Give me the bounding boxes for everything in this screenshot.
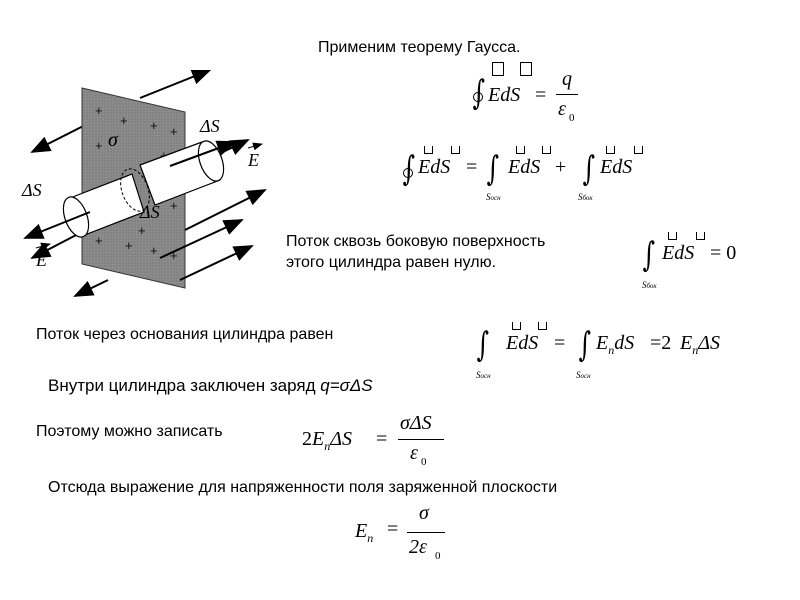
svg-text:+: +: [95, 103, 103, 118]
e-label-left: E: [35, 250, 47, 270]
write-den-sub: 0: [421, 456, 427, 468]
write-lhs: 2EnΔS: [302, 428, 352, 453]
svg-text:+: +: [120, 113, 128, 128]
base-flux-eq2: =2: [650, 332, 672, 354]
e-right-vector-arrow: [247, 142, 263, 151]
result-equation: En = σ 2ε 0: [355, 502, 465, 566]
vector-mark: [512, 322, 521, 330]
field-line: [179, 245, 254, 281]
gauss-lhs: EdS: [488, 84, 521, 106]
contour-circle: [403, 168, 413, 178]
vector-mark: [606, 146, 615, 154]
svg-text:+: +: [150, 118, 158, 133]
base-flux-text: Поток через основания цилиндра равен: [36, 326, 334, 343]
split-sub1: Sосн: [486, 192, 501, 202]
vector-mark: [696, 232, 705, 240]
split-term1: EdS: [508, 156, 541, 178]
write-text: Поэтому можно записать: [36, 423, 223, 440]
result-lhs: En: [355, 520, 374, 545]
contour-circle: [473, 92, 483, 102]
result-num: σ: [419, 502, 429, 524]
split-eq: =: [466, 156, 478, 178]
gauss-num: q: [562, 68, 572, 90]
side-flux-line2: этого цилиндра равен нулю.: [286, 254, 497, 271]
charged-plane-figure: ++++ ++ ++ ++++ ++ σ ΔS ΔS ΔS E E: [21, 70, 267, 297]
vector-mark: [668, 232, 677, 240]
integral-sign: ∫: [578, 325, 592, 365]
side-flux-eq: = 0: [710, 242, 737, 264]
svg-text:+: +: [95, 233, 103, 248]
base-flux-expr1: EdS: [506, 332, 539, 354]
write-equation: 2EnΔS = σΔS ε 0: [302, 412, 452, 472]
svg-text:+: +: [160, 148, 168, 163]
gauss-den-sub: 0: [569, 112, 575, 124]
side-flux-sub: Sбок: [642, 280, 657, 290]
field-line: [184, 189, 267, 231]
sigma-label: σ: [108, 129, 119, 151]
charge-formula: q=σΔS: [320, 376, 373, 395]
ds-label-center: ΔS: [139, 202, 160, 222]
field-line: [159, 219, 244, 259]
svg-text:+: +: [150, 243, 158, 258]
write-fraction-bar: [398, 439, 444, 440]
vector-mark: [538, 322, 547, 330]
vector-mark: [424, 146, 433, 154]
vector-box: [492, 62, 504, 76]
side-flux-equation: ∫ Sбок EdS = 0: [640, 228, 770, 294]
svg-text:+: +: [125, 238, 133, 253]
split-lhs: EdS: [418, 156, 451, 178]
e-left-vector-arrow: [35, 242, 51, 251]
base-flux-equation: ∫ Sосн EdS = ∫ Sосн EndS =2 EnΔS: [470, 316, 750, 382]
vector-mark: [542, 146, 551, 154]
base-flux-expr2: EndS: [596, 332, 635, 357]
cylinder-arrow-right: [169, 140, 237, 167]
gauss-den: ε: [558, 98, 566, 120]
cylinder-section: [120, 168, 150, 212]
split-sub2: Sбок: [578, 192, 593, 202]
ds-label-left: ΔS: [21, 180, 42, 200]
base-flux-sub2: Sосн: [576, 370, 591, 380]
side-flux-expr: EdS: [662, 242, 695, 264]
split-term2: EdS: [600, 156, 633, 178]
gauss-fraction-bar: [556, 94, 578, 95]
charge-text: Внутри цилиндра заключен заряд q=σΔS: [48, 376, 373, 395]
result-text: Отсюда выражение для напряженности поля …: [48, 479, 558, 496]
write-den: ε: [410, 442, 418, 464]
side-flux-line1: Поток сквозь боковую поверхность: [286, 233, 546, 250]
vector-mark: [451, 146, 460, 154]
ds-label-top: ΔS: [199, 116, 220, 136]
gauss-eq: =: [535, 84, 547, 106]
integral-sign: ∫: [476, 325, 490, 365]
result-den: 2ε: [409, 536, 427, 558]
e-label-right: E: [247, 150, 259, 170]
cylinder-arrow-left: [23, 211, 91, 239]
gauss-equation: ∫ EdS = q ε 0: [470, 62, 600, 124]
base-flux-eq1: =: [554, 332, 566, 354]
vector-mark: [634, 146, 643, 154]
vector-box: [520, 62, 532, 76]
base-flux-sub: Sосн: [476, 370, 491, 380]
svg-text:+: +: [95, 138, 103, 153]
field-line: [139, 70, 212, 99]
field-line: [73, 279, 109, 297]
integral-sign: ∫: [582, 149, 596, 189]
svg-text:+: +: [170, 248, 178, 263]
svg-text:+: +: [170, 198, 178, 213]
heading: Применим теорему Гаусса.: [318, 39, 521, 56]
svg-text:+: +: [138, 223, 146, 238]
vector-mark: [516, 146, 525, 154]
integral-sign: ∫: [486, 149, 500, 189]
svg-text:+: +: [170, 124, 178, 139]
result-fraction-bar: [407, 532, 445, 533]
result-eq: =: [387, 518, 399, 540]
write-eq: =: [376, 428, 388, 450]
write-num: σΔS: [400, 412, 432, 434]
result-den-sub: 0: [435, 550, 441, 562]
integral-sign: ∫: [642, 235, 656, 275]
base-flux-expr3: EnΔS: [680, 332, 720, 357]
split-plus: +: [555, 156, 567, 178]
split-equation: ∫ EdS = ∫ Sосн EdS + ∫ Sбок EdS: [400, 140, 660, 206]
